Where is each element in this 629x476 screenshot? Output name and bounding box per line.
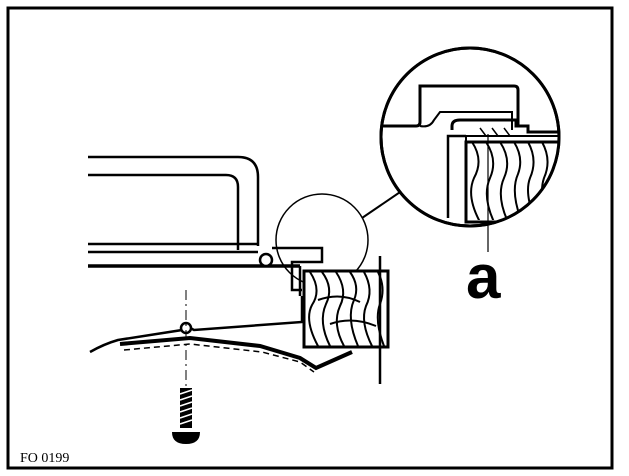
fixing-clip [89,296,353,373]
worktop-wood [302,269,390,349]
figure-code: FO 0199 [20,451,69,466]
sealing-lip [258,252,274,268]
diagram-border [6,6,614,470]
sink-rim [88,155,324,296]
screw [172,388,200,444]
magnified-detail [379,46,561,228]
detail-leader-line [361,187,407,219]
callout-label-a: a [466,243,501,312]
